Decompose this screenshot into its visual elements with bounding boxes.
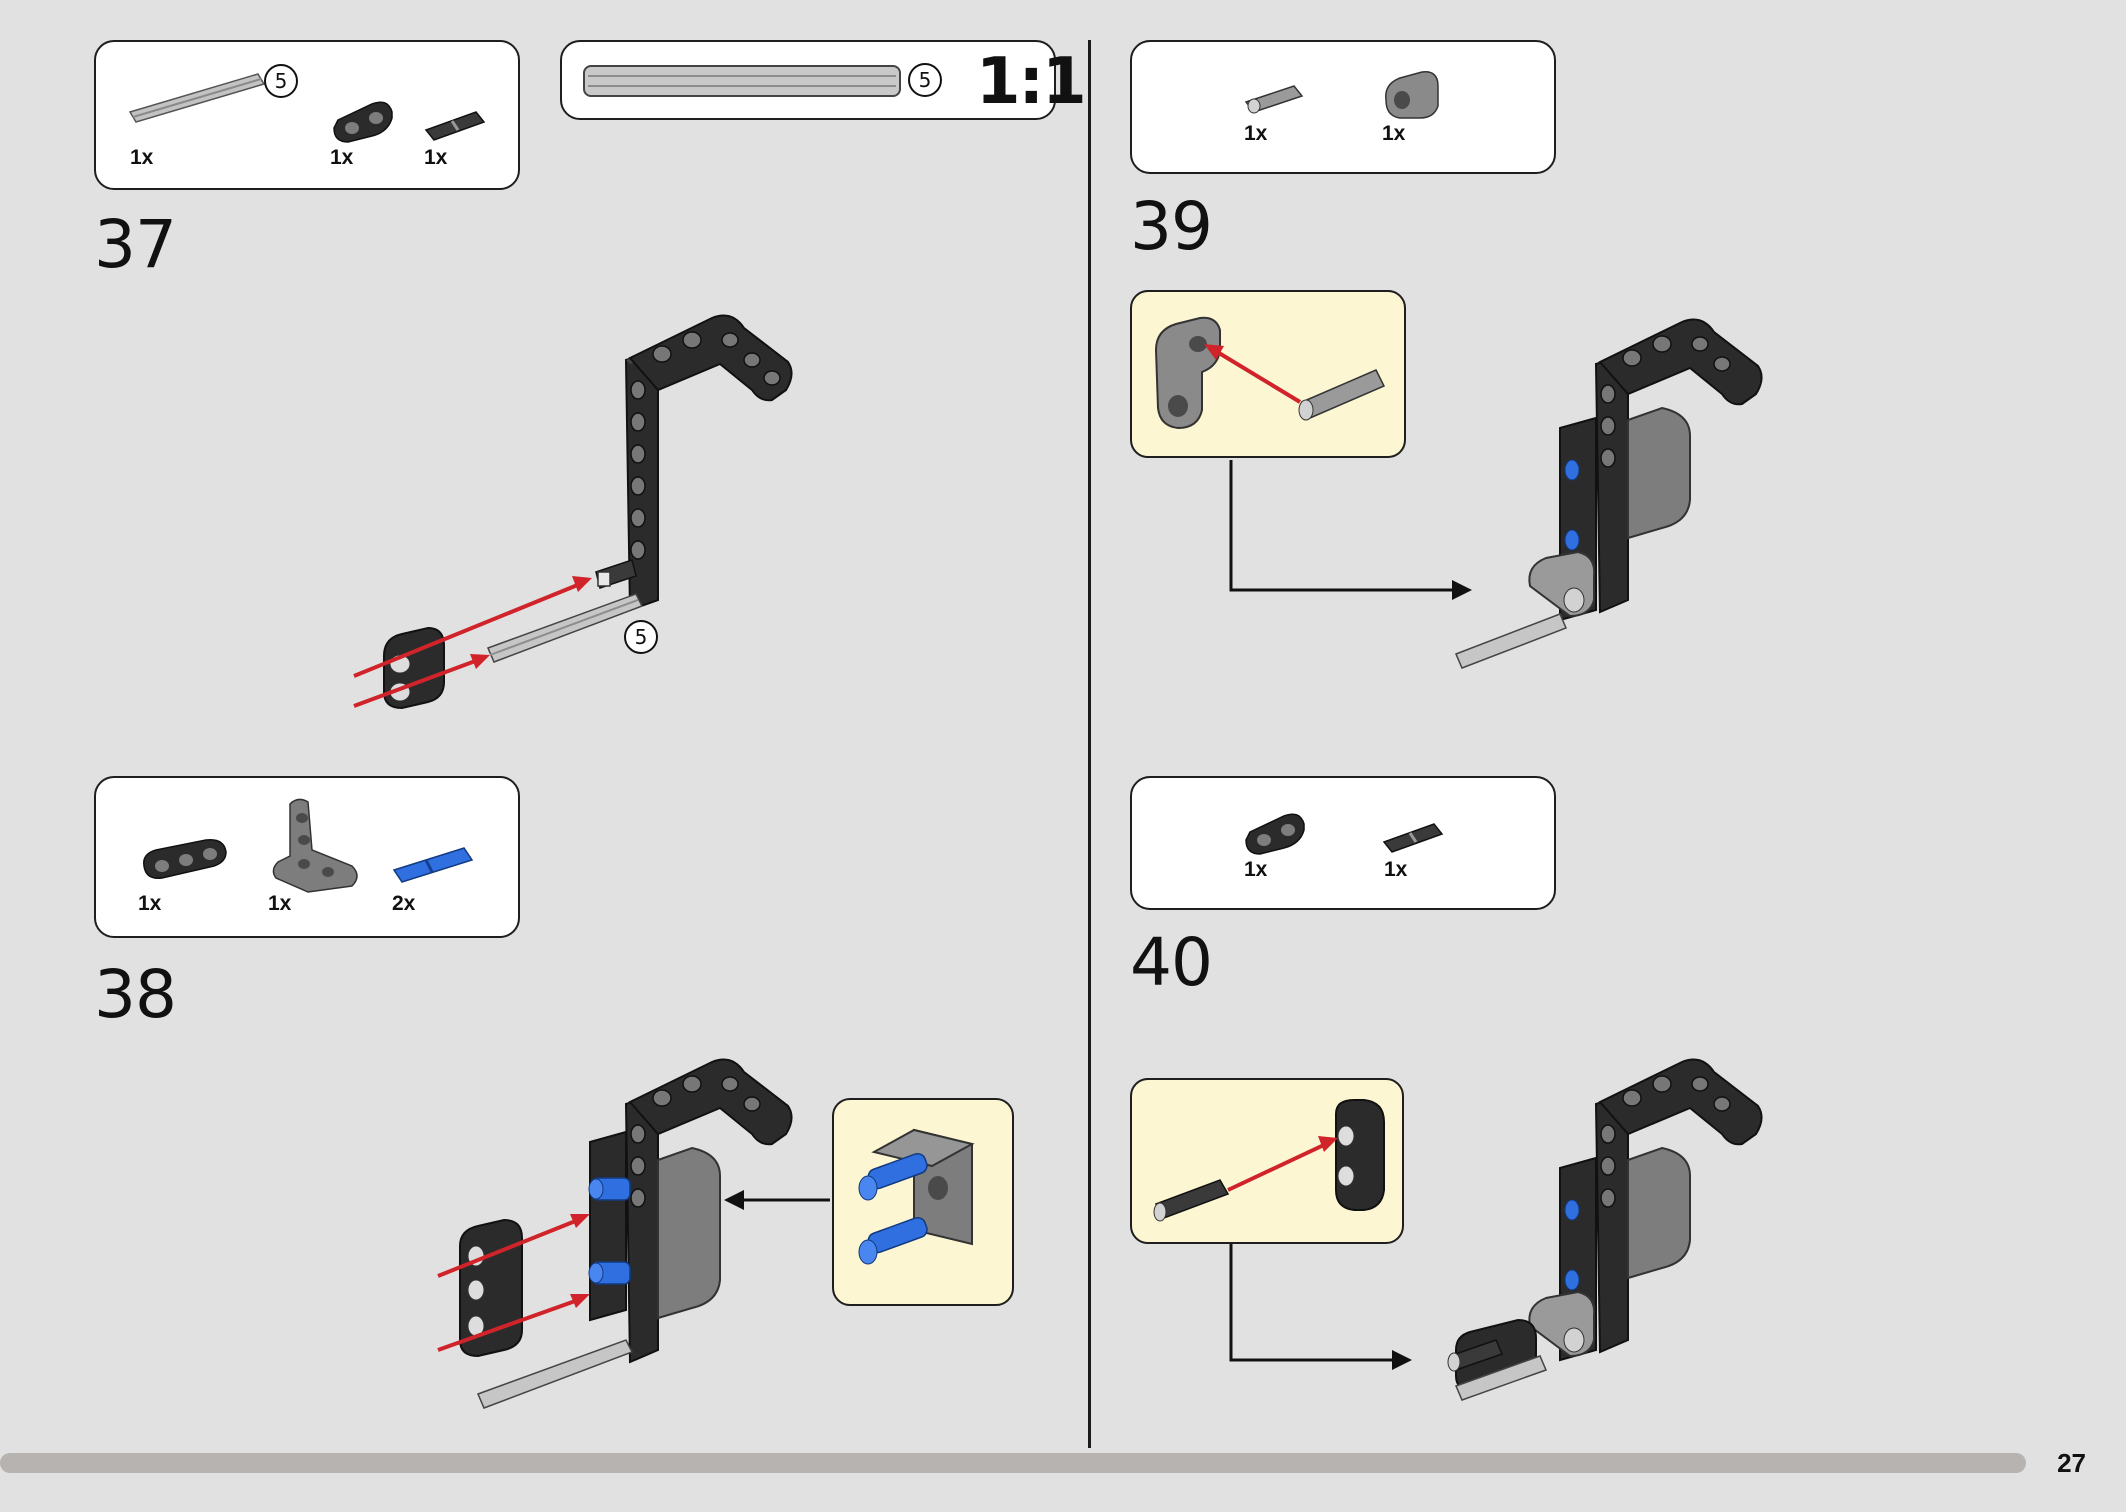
axle-length-badge: 5 <box>624 620 658 654</box>
axle-pin-grey-icon <box>1244 85 1304 114</box>
sub-assembly-callout <box>1130 290 1406 458</box>
parts-list-step-37: 5 1x 1x 1x <box>94 40 520 190</box>
axle-length-badge: 5 <box>908 63 942 97</box>
page-number: 27 <box>2057 1448 2086 1478</box>
assembly-illustration-step-40 <box>1229 1058 1763 1401</box>
axle-length-badge: 5 <box>264 64 298 98</box>
qty-label: 1x <box>330 146 354 169</box>
qty-label: 1x <box>1244 858 1268 881</box>
pin-blue-icon <box>392 847 474 883</box>
sub-assembly-illustration <box>858 1128 975 1265</box>
assembly-illustration-step-39 <box>1229 318 1763 669</box>
t-beam-grey-icon <box>272 798 358 893</box>
axle-pin-dark-icon <box>1382 823 1444 853</box>
beam-2-dark-icon <box>1245 813 1305 855</box>
qty-label: 1x <box>1382 122 1406 145</box>
sub-assembly-callout <box>1130 1078 1404 1244</box>
sub-assembly-illustration <box>1154 316 1386 430</box>
parts-list-step-40: 1x 1x <box>1130 776 1556 910</box>
assembly-illustration-step-37 <box>353 314 793 710</box>
parts-list-step-39: 1x 1x <box>1130 40 1556 174</box>
sub-assembly-illustration <box>1153 1099 1385 1222</box>
qty-label: 1x <box>130 146 154 169</box>
scale-label: 1:1 <box>976 45 1087 119</box>
column-divider <box>1088 40 1091 1448</box>
qty-label: 1x <box>268 892 292 915</box>
qty-label: 2x <box>392 892 416 915</box>
axle-part-icon <box>128 73 266 123</box>
page-progress-bar <box>0 1453 2026 1473</box>
qty-label: 1x <box>424 146 448 169</box>
qty-label: 1x <box>1244 122 1268 145</box>
step-number: 40 <box>1130 924 1213 1001</box>
step-number: 38 <box>94 956 177 1033</box>
step-number: 37 <box>94 206 177 283</box>
scale-reference-panel: 5 1:1 <box>560 40 1087 120</box>
parts-list-step-38: 1x 1x 2x <box>94 776 520 938</box>
step-number: 39 <box>1130 188 1213 265</box>
sub-assembly-callout <box>832 1098 1014 1306</box>
assembly-illustration-step-38 <box>437 1058 830 1409</box>
axle-scale-icon <box>583 65 901 97</box>
qty-label: 1x <box>1384 858 1408 881</box>
pin-connector-grey-icon <box>1385 71 1439 119</box>
beam-3-dark-icon <box>143 839 227 879</box>
qty-label: 1x <box>138 892 162 915</box>
axle-pin-dark-icon <box>424 111 486 141</box>
beam-2-dark-icon <box>333 101 393 143</box>
